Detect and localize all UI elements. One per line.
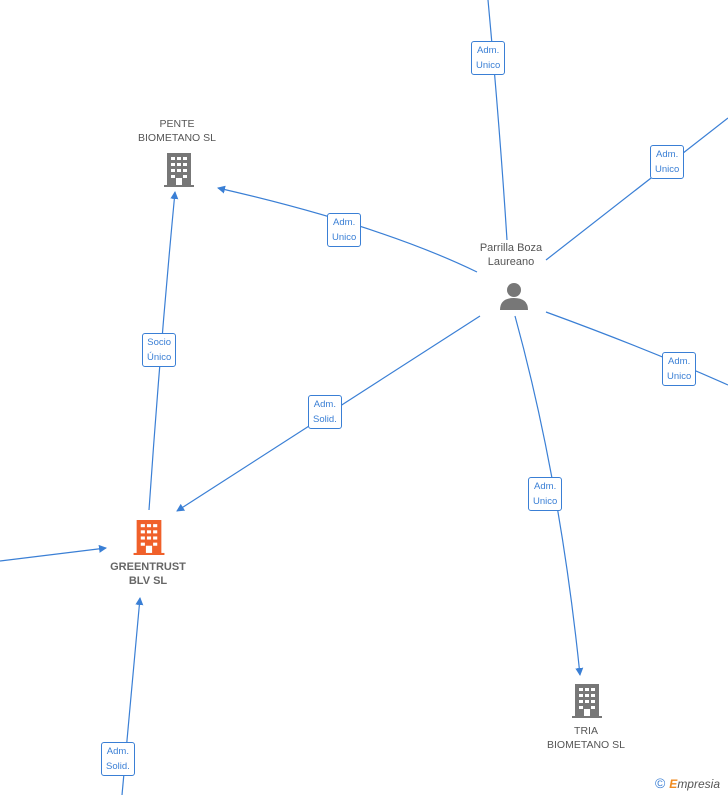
node-label-line: Laureano [487, 256, 535, 268]
node-label-line: BIOMETANO SL [138, 132, 216, 144]
edge-label-line: Unico [332, 232, 357, 243]
node-label-parrilla[interactable]: Parrilla Boza Laureano [431, 241, 591, 269]
edge-label-line: Unico [476, 60, 501, 71]
edge-top [487, 0, 508, 241]
edge-label-line: Adm. [477, 45, 500, 56]
edge-label-upper-right[interactable]: Adm. Unico [650, 145, 685, 179]
empresia-watermark: ©Empresia [655, 775, 720, 791]
brand-initial: E [669, 777, 678, 791]
edge-label-line: Socio [147, 337, 172, 348]
node-label-line: BIOMETANO SL [547, 739, 625, 751]
edge-left [0, 544, 107, 562]
edge-label-line: Adm. [668, 356, 691, 367]
copyright-icon: © [654, 775, 666, 791]
edge-label-socio[interactable]: Socio Único [142, 333, 177, 367]
edge-label-line: Adm. [106, 746, 129, 757]
edge-label-line: Adm. [656, 149, 679, 160]
edge-label-greentrust-solid[interactable]: Adm. Solid. [308, 395, 342, 429]
edge-label-line: Unico [667, 371, 692, 382]
building-icon[interactable] [164, 153, 194, 187]
edge-label-tria[interactable]: Adm. Unico [528, 477, 563, 511]
edge-label-line: Solid. [106, 761, 130, 772]
edge-label-line: Adm. [534, 481, 557, 492]
node-label-line: PENTE [159, 118, 195, 130]
building-icon-focus[interactable] [133, 520, 165, 555]
node-label-line: Parrilla Boza [479, 242, 543, 254]
edge-label-right[interactable]: Adm. Unico [662, 352, 697, 386]
edge-upper-right [545, 117, 728, 261]
edge-label-line: Adm. [313, 399, 336, 410]
edge-label-line: Solid. [313, 414, 337, 425]
edge-label-bottom[interactable]: Adm. Solid. [101, 742, 135, 776]
node-label-greentrust[interactable]: GREENTRUST BLV SL [68, 560, 228, 588]
edge-label-line: Adm. [333, 217, 356, 228]
edge-label-line: Unico [533, 496, 558, 507]
edge-label-pente[interactable]: Adm. Unico [327, 213, 362, 247]
node-label-tria[interactable]: TRIA BIOMETANO SL [506, 724, 666, 752]
edge-label-line: Único [147, 352, 172, 363]
node-label-line: BLV SL [128, 575, 168, 587]
edge-pente [217, 185, 478, 273]
edge-label-line: Unico [655, 164, 680, 175]
building-icon[interactable] [572, 684, 602, 718]
node-label-line: GREENTRUST [110, 561, 186, 573]
node-label-pente[interactable]: PENTE BIOMETANO SL [97, 117, 257, 145]
brand-rest: mpresia [677, 777, 720, 791]
node-label-line: TRIA [574, 725, 598, 737]
edge-label-top[interactable]: Adm. Unico [471, 41, 506, 75]
edge-right [545, 311, 728, 386]
person-icon[interactable] [499, 281, 529, 311]
